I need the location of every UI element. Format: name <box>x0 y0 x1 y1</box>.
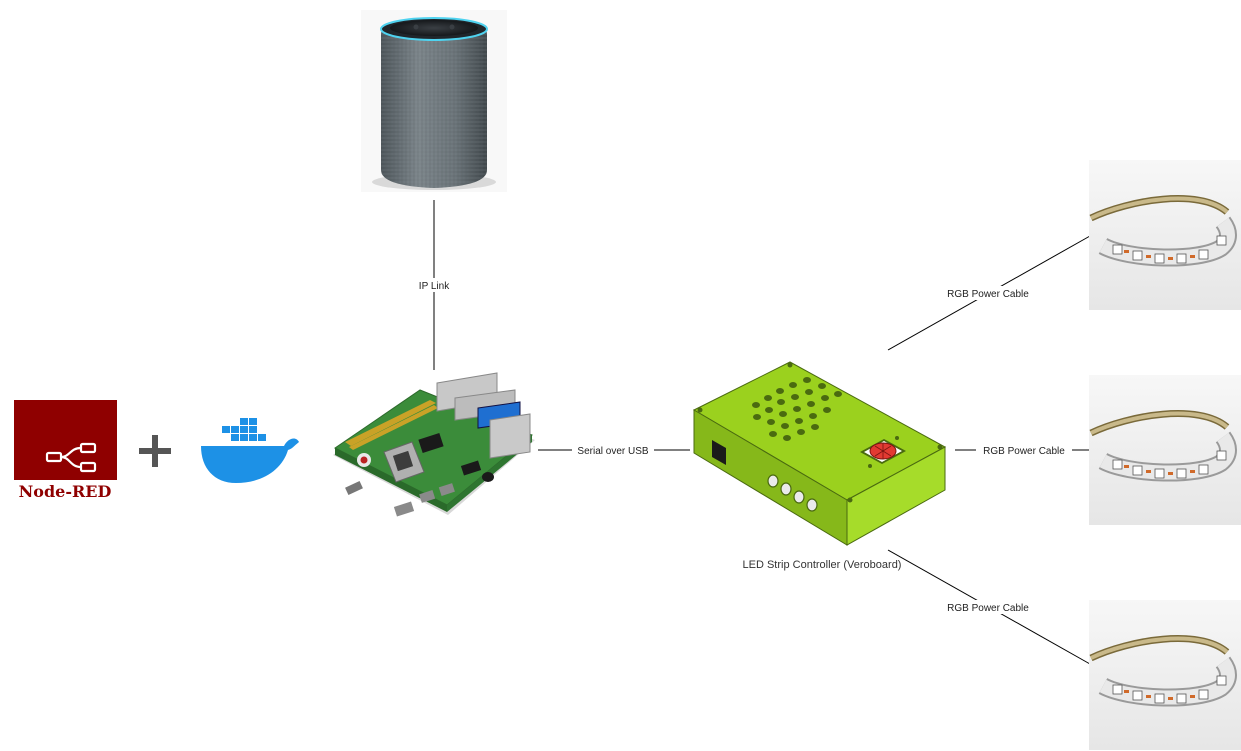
led-strip-bottom-image[interactable] <box>1089 600 1241 750</box>
edge-labels: IP Link Serial over USB RGB Power Cable … <box>414 278 1072 614</box>
led-strip-top-image[interactable] <box>1089 160 1241 310</box>
raspberry-pi-board-image[interactable] <box>333 372 535 517</box>
controller-caption: LED Strip Controller (Veroboard) <box>743 559 902 571</box>
controller-fan-icon <box>860 439 906 464</box>
led-strip-controller-image[interactable]: LED Strip Controller (Veroboard) <box>692 361 947 571</box>
edge-label-serial-usb: Serial over USB <box>577 446 648 457</box>
node-red-title: Node-RED <box>19 482 112 501</box>
docker-containers-icon <box>222 418 266 441</box>
controller-buttons <box>767 474 818 512</box>
docker-whale-body-icon <box>201 438 299 483</box>
smart-speaker-image[interactable] <box>361 10 507 192</box>
rpi-gpio-header <box>345 400 438 450</box>
docker-whale-image[interactable] <box>201 418 299 483</box>
plus-icon <box>139 435 171 467</box>
node-red-logo[interactable]: Node-RED <box>14 400 117 501</box>
edge-label-ip-link: IP Link <box>419 281 450 292</box>
node-red-flow-icon <box>45 442 97 473</box>
controller-power-switch <box>712 440 726 465</box>
controller-screws <box>697 362 943 503</box>
controller-vent-holes <box>752 377 842 441</box>
led-strip-middle-image[interactable] <box>1089 375 1241 525</box>
edge-label-rgb-top: RGB Power Cable <box>947 289 1029 300</box>
edge-label-rgb-middle: RGB Power Cable <box>983 446 1065 457</box>
edge-label-rgb-bottom: RGB Power Cable <box>947 603 1029 614</box>
